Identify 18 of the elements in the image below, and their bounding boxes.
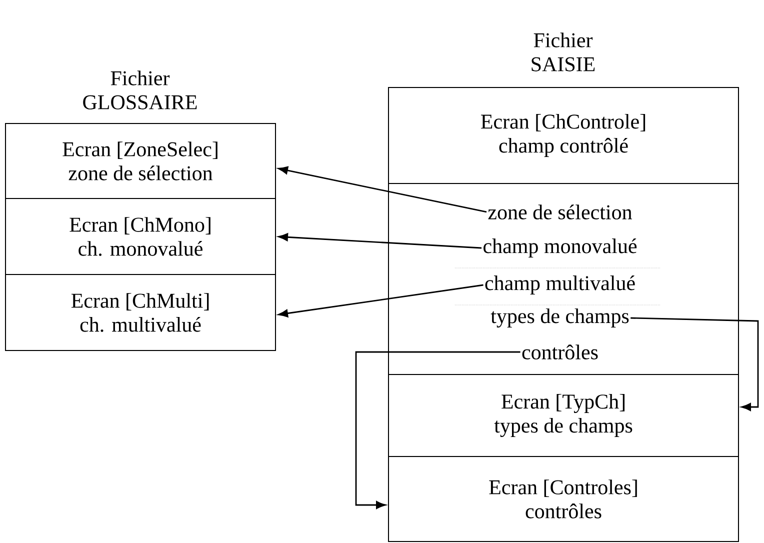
arrow [630,317,759,411]
arrow [278,166,487,213]
field-name: zone de sélection [488,204,632,220]
field-name: champ monovalué [484,238,637,258]
screen-box: Ecran [Controles] contrôles [388,456,739,542]
screen-box: Ecran [ChMulti] ch. multivalué [5,274,276,351]
screen-box: Ecran [ChControle] champ contrôlé [388,87,739,184]
node-label: Fichier GLOSSAIRE [83,70,197,110]
screen-box: Ecran [TypCh] types de champs [388,374,739,457]
arrow [278,284,484,318]
field-name: types de champs [490,308,629,328]
screen-box: Ecran [ChMono] ch. monovalué [5,198,276,275]
field-name: champ multivalué [485,275,635,295]
arrow [278,233,482,249]
arrow [355,351,520,509]
screen-box: Ecran [ZoneSelec] zone de sélection [5,123,276,199]
field-name: contrôles [522,344,598,360]
node-label: Fichier SAISIE [532,32,595,72]
